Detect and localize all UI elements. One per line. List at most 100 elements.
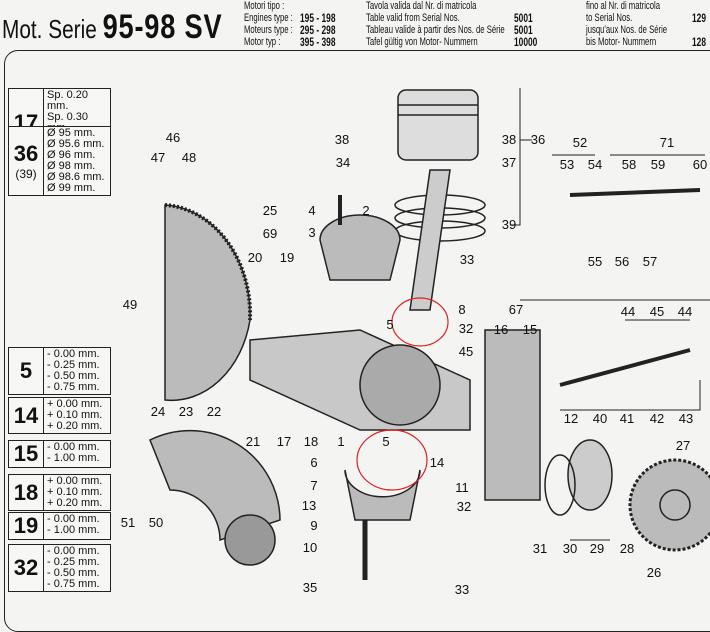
tolerance-box-19: 19- 0.00 mm.- 1.00 mm.: [8, 512, 111, 540]
flywheel: [164, 203, 253, 402]
header-range: 295 - 298: [300, 23, 336, 37]
tolerance-value: Ø 96 mm.: [47, 149, 96, 161]
part-label: 3: [308, 225, 316, 240]
tolerance-box-5: 5- 0.00 mm.- 0.25 mm.- 0.50 mm.- 0.75 mm…: [8, 347, 111, 395]
part-label: 42: [649, 411, 665, 426]
tolerance-value: Sp. 0.20 mm.: [47, 89, 88, 112]
part-label: 18: [303, 434, 319, 449]
exploded-parts-drawing: [149, 88, 710, 580]
camshaft: [559, 188, 701, 387]
part-label: 30: [562, 541, 578, 556]
part-label: 6: [310, 455, 318, 470]
part-label: 27: [675, 438, 691, 453]
header-to-text: bis Motor- Nummern: [586, 36, 657, 48]
part-label: 32: [456, 499, 472, 514]
part-number: 14: [9, 398, 44, 433]
part-label: 52: [572, 135, 588, 150]
part-label: 12: [563, 411, 579, 426]
part-number: 32: [9, 545, 44, 591]
part-label: 19: [279, 250, 295, 265]
part-label: 9: [310, 518, 318, 533]
tolerance-value: + 0.20 mm.: [47, 420, 103, 432]
header-to: 129: [692, 11, 707, 25]
tolerance-value: - 0.50 mm.: [47, 370, 100, 382]
part-label: 23: [178, 404, 194, 419]
part-label: 67: [508, 302, 524, 317]
highlight-circles: [356, 297, 449, 491]
part-label: 8: [458, 302, 466, 317]
tolerance-value: - 0.25 mm.: [47, 556, 100, 568]
gear: [628, 458, 710, 552]
tolerance-value: + 0.10 mm.: [47, 486, 103, 498]
series-title: Mot. Serie 95-98 SV: [2, 8, 223, 46]
tolerance-value: - 0.75 mm.: [47, 381, 100, 393]
part-label: 15: [522, 322, 538, 337]
tolerance-value: Ø 95 mm.: [47, 127, 96, 139]
header-from: 5001: [514, 23, 533, 37]
tolerance-value: - 0.25 mm.: [47, 359, 100, 371]
header-text: fino al Nr. di matricola: [586, 0, 661, 12]
counterweight: [149, 429, 281, 566]
part-label: 2: [362, 203, 370, 218]
part-label: 57: [642, 254, 658, 269]
part-label: 37: [501, 155, 517, 170]
part-label: 56: [614, 254, 630, 269]
part-number: 15: [9, 441, 44, 467]
part-label: 53: [559, 157, 575, 172]
part-label: 33: [454, 582, 470, 597]
tolerance-value: + 0.10 mm.: [47, 409, 103, 421]
part-label: 21: [245, 434, 261, 449]
bearing: [544, 439, 613, 516]
part-label: 45: [649, 304, 665, 319]
part-number: 5: [9, 348, 44, 394]
part-label: 1: [337, 434, 345, 449]
part-label: 46: [165, 130, 181, 145]
part-label: 28: [619, 541, 635, 556]
part-label: 54: [587, 157, 603, 172]
tolerance-value: - 0.00 mm.: [47, 441, 100, 453]
tolerance-box-32: 32- 0.00 mm.- 0.25 mm.- 0.50 mm.- 0.75 m…: [8, 544, 111, 592]
header-text: Tavola valida dal Nr. di matricola: [366, 0, 477, 12]
part-number: 18: [9, 475, 44, 510]
part-label: 55: [587, 254, 603, 269]
bracket-lines: [510, 88, 710, 541]
tolerance-value: + 0.00 mm.: [47, 475, 103, 487]
part-label: 40: [592, 411, 608, 426]
part-label: 48: [181, 150, 197, 165]
part-label: 38: [334, 132, 350, 147]
part-label: 47: [150, 150, 166, 165]
piston: [397, 89, 479, 161]
part-label: 35: [302, 580, 318, 595]
part-label: 11: [455, 480, 469, 495]
part-label: 50: [148, 515, 164, 530]
part-label: 22: [206, 404, 222, 419]
header-range: 195 - 198: [300, 11, 336, 25]
part-label: 69: [262, 226, 278, 241]
header-label: Motori tipo :: [244, 0, 285, 12]
tolerance-value: + 0.20 mm.: [47, 497, 103, 509]
header-text: Tableau valide à partir des Nos. de Séri…: [366, 24, 505, 36]
part-label: 39: [501, 217, 517, 232]
part-label: 60: [692, 157, 708, 172]
part-label: 58: [621, 157, 637, 172]
header: Mot. Serie 95-98 SV Motori tipo : Tavola…: [0, 0, 710, 48]
header-to-text: to Serial Nos.: [586, 12, 633, 24]
part-label: 51: [120, 515, 136, 530]
crankshaft: [249, 329, 471, 431]
header-from: 10000: [514, 35, 538, 49]
tolerance-box-18: 18+ 0.00 mm.+ 0.10 mm.+ 0.20 mm.: [8, 474, 111, 511]
part-label: 41: [619, 411, 635, 426]
tolerance-value: - 0.00 mm.: [47, 545, 100, 557]
header-text: Table valid from Serial Nos.: [366, 12, 460, 24]
tolerance-value: - 0.50 mm.: [47, 567, 100, 579]
part-label: 34: [335, 155, 351, 170]
header-text: Tafel gültig von Motor- Nummern: [366, 36, 478, 48]
part-label: 44: [620, 304, 636, 319]
part-label: 24: [150, 404, 166, 419]
header-label: Engines type :: [244, 12, 293, 24]
part-label: 16: [493, 322, 509, 337]
part-label: 17: [276, 434, 292, 449]
part-label: 43: [678, 411, 694, 426]
tolerance-box-14: 14+ 0.00 mm.+ 0.10 mm.+ 0.20 mm.: [8, 397, 111, 434]
tolerance-value: - 0.75 mm.: [47, 578, 100, 590]
